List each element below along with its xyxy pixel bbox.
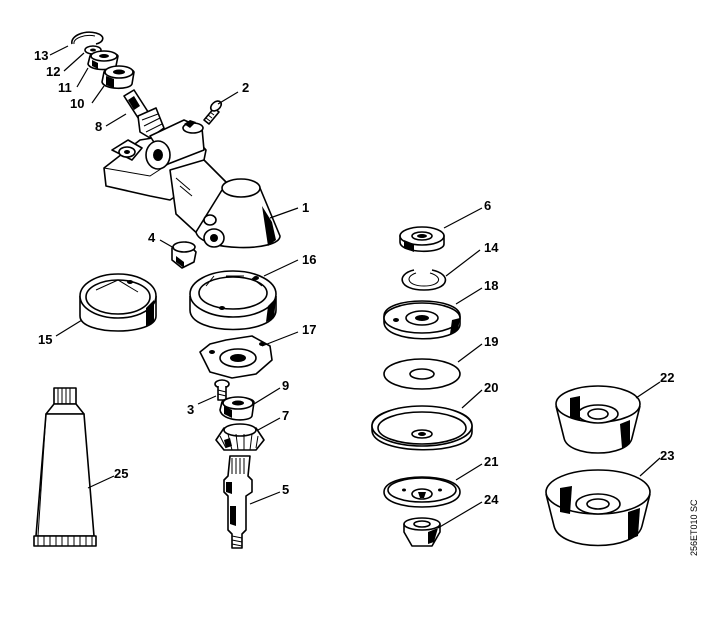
callout-19: 19 [484,334,498,349]
part-9-ball-bearing [219,396,255,421]
leader-lines [49,45,661,529]
callout-10: 10 [70,96,84,111]
part-21-thrust-plate [383,476,461,508]
callout-21: 21 [484,454,498,469]
part-17-thrust-plate [199,335,273,379]
callout-15: 15 [38,332,52,347]
part-2-screw [203,100,223,125]
callout-3: 3 [187,402,194,417]
callout-17: 17 [302,322,316,337]
part-3-screw [214,379,230,401]
part-4-screw-plug [171,241,197,269]
callout-23: 23 [660,448,674,463]
part-20-thrust-disc [371,405,473,451]
part-24-nut [403,517,441,547]
part-6-ball-bearing [399,226,445,253]
part-25-grease-tube [33,387,97,547]
callout-20: 20 [484,380,498,395]
part-5-spline-shaft [223,455,253,549]
part-15-ring [79,273,157,332]
callout-22: 22 [660,370,674,385]
part-13-snap-ring [71,31,104,45]
part-11-ball-bearing [87,50,119,71]
callout-8: 8 [95,119,102,134]
callout-18: 18 [484,278,498,293]
part-16-collar [189,270,277,331]
callout-11: 11 [58,80,72,95]
callout-13: 13 [34,48,48,63]
part-14-circlip [401,269,447,291]
callout-6: 6 [484,198,491,213]
part-19-washer [383,358,461,390]
callout-5: 5 [282,482,289,497]
callout-4: 4 [148,230,156,245]
callout-12: 12 [46,64,60,79]
drawing-code: 256ET010 SC [689,499,699,556]
part-1-gear-housing [103,119,281,249]
callout-2: 2 [242,80,249,95]
callout-16: 16 [302,252,316,267]
part-22-cup [555,385,641,454]
callout-14: 14 [484,240,499,255]
callout-9: 9 [282,378,289,393]
callout-25: 25 [114,466,128,481]
callout-labels: 13 12 11 10 8 2 1 4 15 16 17 3 9 7 5 25 … [34,48,674,507]
part-10-ball-bearing [101,65,135,90]
part-7-bevel-gear [215,423,265,451]
part-18-thrust-plate [383,300,461,340]
part-8-bevel-pinion [123,89,165,139]
callout-1: 1 [302,200,309,215]
callout-24: 24 [484,492,499,507]
callout-7: 7 [282,408,289,423]
part-23-cup [545,469,651,547]
